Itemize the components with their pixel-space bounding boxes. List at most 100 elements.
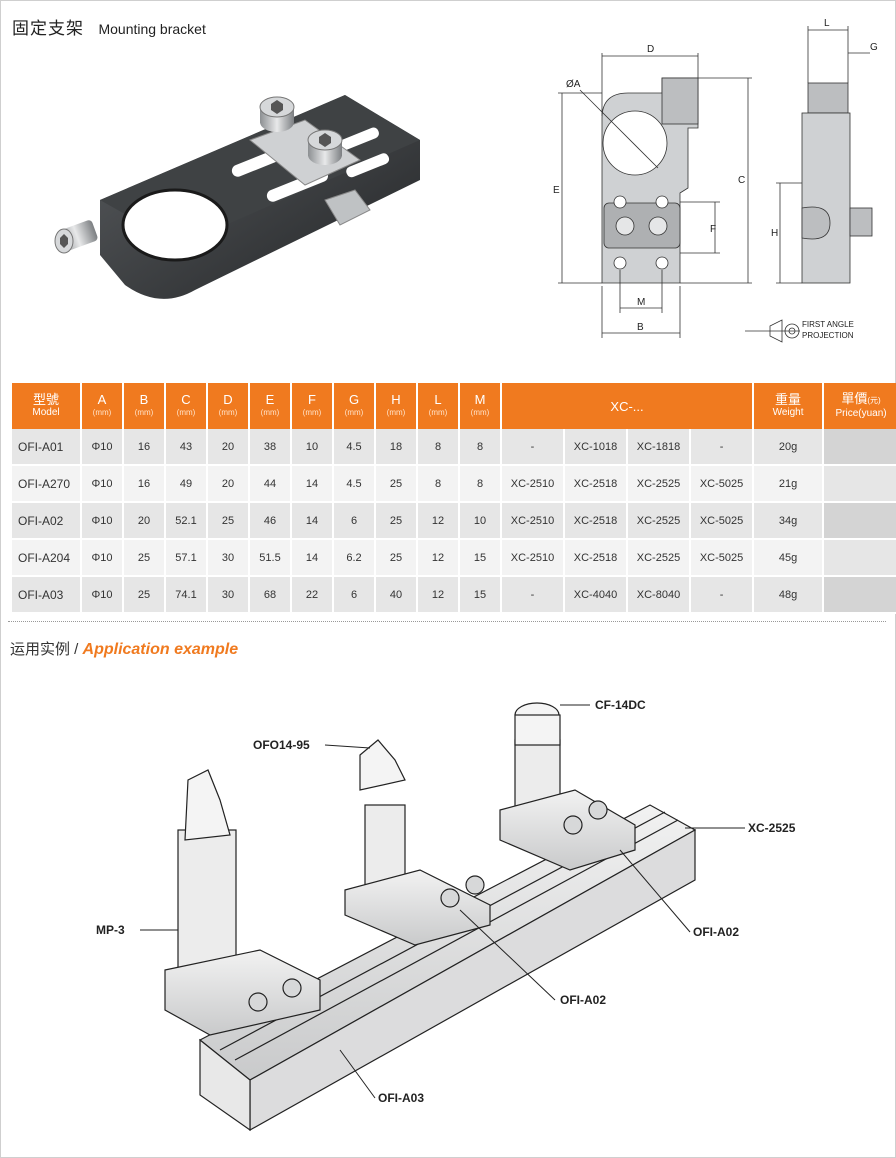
table-cell xyxy=(824,577,896,614)
table-cell: 10 xyxy=(460,503,500,540)
page-title: 固定支架 Mounting bracket xyxy=(12,14,206,39)
table-cell: 4.5 xyxy=(334,466,374,503)
table-cell: 20 xyxy=(208,429,248,466)
table-cell: 25 xyxy=(376,540,416,577)
table-cell: 21g xyxy=(754,466,823,503)
table-cell: 40 xyxy=(376,577,416,614)
table-cell: 20 xyxy=(124,503,164,540)
table-cell: 30 xyxy=(208,577,248,614)
table-cell: 25 xyxy=(376,466,416,503)
callout-ofi-a02-middle: OFI-A02 xyxy=(560,993,606,1007)
header-l: L(mm) xyxy=(418,383,458,429)
table-cell: XC-2510 xyxy=(502,503,563,540)
table-cell: 10 xyxy=(292,429,332,466)
table-cell: XC-2518 xyxy=(565,540,626,577)
table-cell: 30 xyxy=(208,540,248,577)
table-cell: - xyxy=(502,429,563,466)
table-cell: 25 xyxy=(376,503,416,540)
dim-label-b: B xyxy=(637,322,644,333)
product-photo xyxy=(54,95,420,299)
table-cell: 57.1 xyxy=(166,540,206,577)
technical-drawing: D ØA E C F M B L G H FIRST ANGLE PROJECT… xyxy=(553,18,878,343)
table-cell-model: OFI-A204 xyxy=(12,540,80,577)
table-cell: 25 xyxy=(124,577,164,614)
table-cell: 25 xyxy=(208,503,248,540)
table-cell: Φ10 xyxy=(82,503,122,540)
table-cell: 43 xyxy=(166,429,206,466)
table-cell: XC-2525 xyxy=(628,503,689,540)
table-cell: 20g xyxy=(754,429,823,466)
dim-label-l: L xyxy=(824,18,830,29)
dim-label-m: M xyxy=(637,297,645,308)
table-cell xyxy=(824,540,896,577)
table-cell: XC-4040 xyxy=(565,577,626,614)
table-cell: 6 xyxy=(334,577,374,614)
table-cell: 8 xyxy=(460,466,500,503)
table-cell: 46 xyxy=(250,503,290,540)
title-en: Mounting bracket xyxy=(98,21,206,37)
table-cell: 8 xyxy=(460,429,500,466)
callout-mp-3: MP-3 xyxy=(96,923,125,937)
table-cell: Φ10 xyxy=(82,466,122,503)
callout-ofi-a02-right: OFI-A02 xyxy=(693,925,739,939)
table-cell xyxy=(824,466,896,503)
header-f: F(mm) xyxy=(292,383,332,429)
header-g: G(mm) xyxy=(334,383,374,429)
table-cell: - xyxy=(691,429,753,466)
table-cell: 4.5 xyxy=(334,429,374,466)
table-cell xyxy=(824,429,896,466)
table-cell-model: OFI-A270 xyxy=(12,466,80,503)
table-cell: - xyxy=(502,577,563,614)
table-cell: XC-5025 xyxy=(691,466,753,503)
header-m: M(mm) xyxy=(460,383,500,429)
dim-label-d: D xyxy=(647,44,654,55)
dim-label-g: G xyxy=(870,42,878,53)
table-cell: Φ10 xyxy=(82,540,122,577)
table-cell: 20 xyxy=(208,466,248,503)
header-b: B(mm) xyxy=(124,383,164,429)
header-e: E(mm) xyxy=(250,383,290,429)
table-cell: 14 xyxy=(292,540,332,577)
dim-label-a: ØA xyxy=(566,79,581,90)
table-cell: 12 xyxy=(418,577,458,614)
table-cell: 12 xyxy=(418,503,458,540)
table-cell: 16 xyxy=(124,466,164,503)
table-cell: 34g xyxy=(754,503,823,540)
table-cell: Φ10 xyxy=(82,577,122,614)
callout-ofo14-95: OFO14-95 xyxy=(253,738,310,752)
table-cell: 14 xyxy=(292,503,332,540)
table-cell: 22 xyxy=(292,577,332,614)
table-cell: XC-2525 xyxy=(628,466,689,503)
table-cell: XC-1818 xyxy=(628,429,689,466)
table-cell: 6 xyxy=(334,503,374,540)
dim-label-h: H xyxy=(771,228,778,239)
table-cell: 18 xyxy=(376,429,416,466)
dim-label-c: C xyxy=(738,175,745,186)
table-cell: 68 xyxy=(250,577,290,614)
application-illustration: CF-14DC OFO14-95 XC-2525 MP-3 OFI-A02 OF… xyxy=(96,698,796,1132)
application-title-en: Application example xyxy=(82,641,239,658)
table-cell-model: OFI-A02 xyxy=(12,503,80,540)
table-cell xyxy=(824,503,896,540)
dim-label-e: E xyxy=(553,185,560,196)
table-cell: XC-2510 xyxy=(502,466,563,503)
header-price: 單價(元)Price(yuan) xyxy=(824,383,896,429)
callout-xc-2525: XC-2525 xyxy=(748,821,796,835)
table-cell: 51.5 xyxy=(250,540,290,577)
table-cell-model: OFI-A03 xyxy=(12,577,80,614)
table-cell: 15 xyxy=(460,540,500,577)
table-cell-model: OFI-A01 xyxy=(12,429,80,466)
callout-ofi-a03: OFI-A03 xyxy=(378,1091,424,1105)
header-h: H(mm) xyxy=(376,383,416,429)
header-d: D(mm) xyxy=(208,383,248,429)
title-cn: 固定支架 xyxy=(12,19,84,38)
table-cell: XC-2525 xyxy=(628,540,689,577)
table-cell: 25 xyxy=(124,540,164,577)
